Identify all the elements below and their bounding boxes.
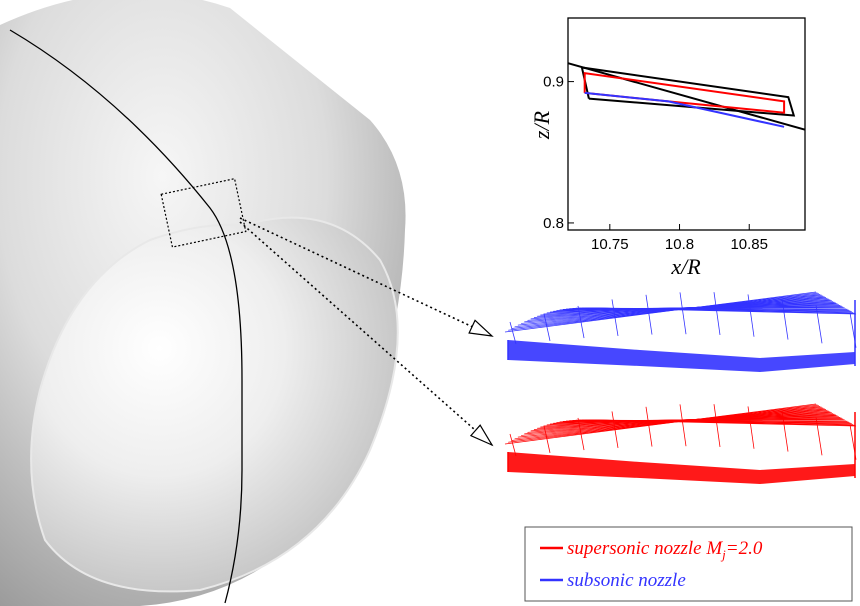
mesh-line — [747, 406, 755, 449]
inset-chart-ticks: 10.75 10.8 10.85 0.8 0.9 — [543, 74, 768, 253]
mesh-line — [509, 321, 517, 345]
mesh-line — [815, 417, 823, 456]
legend-label-supersonic: supersonic nozzle Mj=2.0 — [567, 538, 763, 562]
y-axis-label: z/R — [529, 110, 554, 140]
inset-chart-marks — [567, 62, 806, 131]
subsonic-mesh-panel — [504, 291, 857, 372]
mesh-line — [543, 313, 551, 341]
mesh-line — [713, 292, 721, 335]
series-line-0 — [567, 62, 806, 131]
mesh-line — [781, 298, 789, 340]
y-tick-label: 0.8 — [543, 215, 564, 232]
nozzle-body-render — [0, 0, 406, 606]
supersonic-mesh-panel — [504, 403, 857, 484]
x-axis-label: x/R — [670, 254, 701, 279]
series-line-3 — [584, 91, 785, 128]
mesh-line — [509, 433, 517, 457]
mesh-edge-band — [508, 452, 855, 484]
inset-chart: 10.75 10.8 10.85 0.8 0.9 x/R z/R — [529, 17, 806, 279]
legend-label-subsonic: subsonic nozzle — [567, 570, 686, 591]
legend: supersonic nozzle Mj=2.0 subsonic nozzle — [524, 526, 853, 602]
zoom-callout — [160, 177, 494, 447]
nozzle-cap — [30, 216, 399, 593]
mesh-line — [577, 305, 585, 339]
mesh-line — [713, 404, 721, 447]
mesh-line — [577, 417, 585, 451]
mesh-line — [815, 305, 823, 344]
x-tick-label: 10.85 — [730, 236, 768, 253]
mesh-line — [747, 294, 755, 337]
x-tick-label: 10.8 — [665, 236, 694, 253]
zoom-box — [160, 177, 247, 248]
arrow-to-subsonic-mesh — [239, 217, 494, 337]
mesh-line — [594, 419, 857, 427]
legend-frame — [524, 526, 853, 602]
mesh-line — [543, 425, 551, 453]
mesh-edge-band — [508, 340, 855, 372]
mesh-line — [611, 299, 619, 336]
arrow-to-supersonic-mesh — [239, 221, 494, 447]
mesh-line — [645, 294, 653, 335]
y-tick-label: 0.9 — [543, 74, 564, 91]
mesh-line — [679, 404, 687, 447]
inset-plot-frame — [567, 17, 806, 231]
mesh-line — [781, 410, 789, 452]
x-tick-label: 10.75 — [591, 236, 629, 253]
mesh-line — [594, 307, 857, 315]
body-outline-line — [9, 29, 243, 604]
mesh-line — [611, 411, 619, 448]
mesh-line — [645, 406, 653, 447]
mesh-line — [679, 292, 687, 335]
